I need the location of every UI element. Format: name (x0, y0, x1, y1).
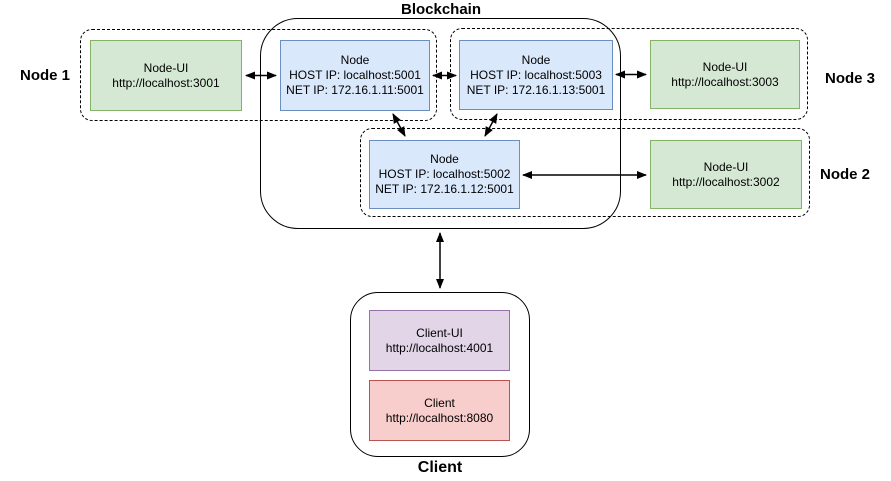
client-app-title: Client (424, 395, 455, 410)
node2-node-host-ip: HOST IP: localhost:5002 (378, 167, 511, 181)
blockchain-container (260, 18, 621, 229)
client-app-box: Client http://localhost:8080 (369, 380, 510, 441)
node2-node-box: Node HOST IP: localhost:5002 NET IP: 172… (369, 140, 520, 209)
node1-group-label: Node 1 (19, 67, 70, 84)
client-ui-url: http://localhost:4001 (385, 340, 494, 355)
node1-node-host-ip: HOST IP: localhost:5001 (289, 68, 421, 82)
node3-node-title: Node (521, 52, 551, 67)
node2-ui-title: Node-UI (703, 159, 749, 174)
node3-node-host-ip: HOST IP: localhost:5003 (470, 67, 602, 82)
node1-node-title: Node (340, 53, 370, 67)
node3-ui-title: Node-UI (702, 59, 748, 74)
node2-group-label: Node 2 (819, 166, 870, 183)
node1-ui-title: Node-UI (143, 60, 189, 75)
client-container (350, 292, 530, 457)
node3-ui-box: Node-UI http://localhost:3003 (650, 40, 800, 109)
node3-group-label: Node 3 (824, 70, 875, 87)
node1-node-net-ip: NET IP: 172.16.1.11:5001 (286, 83, 424, 97)
blockchain-container-label: Blockchain (400, 1, 482, 18)
node2-ui-url: http://localhost:3002 (672, 174, 780, 189)
client-ui-box: Client-UI http://localhost:4001 (369, 310, 510, 371)
node3-node-net-ip: NET IP: 172.16.1.13:5001 (466, 82, 606, 97)
client-app-url: http://localhost:8080 (385, 410, 494, 425)
node1-ui-url: http://localhost:3001 (112, 75, 220, 90)
node3-node-box: Node HOST IP: localhost:5003 NET IP: 172… (459, 40, 613, 110)
node2-ui-box: Node-UI http://localhost:3002 (650, 140, 802, 209)
node2-node-title: Node (430, 152, 459, 166)
client-container-label: Client (417, 459, 463, 476)
node2-group-boundary (360, 128, 810, 217)
node2-node-net-ip: NET IP: 172.16.1.12:5001 (375, 182, 514, 196)
node3-ui-url: http://localhost:3003 (671, 74, 779, 89)
node1-node-box: Node HOST IP: localhost:5001 NET IP: 172… (280, 40, 430, 111)
client-ui-title: Client-UI (416, 325, 463, 340)
node1-ui-box: Node-UI http://localhost:3001 (90, 40, 242, 111)
